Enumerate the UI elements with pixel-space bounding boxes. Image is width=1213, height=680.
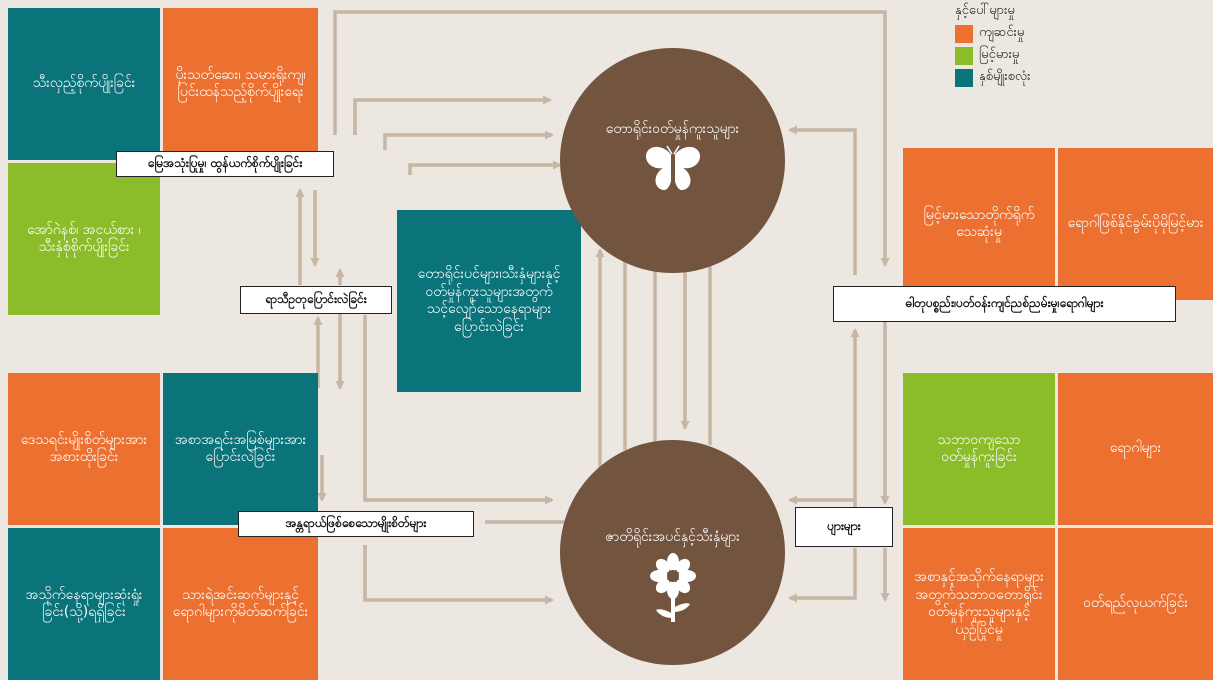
nectar-robbing-box: ဝတ်ရည်လုယက်ခြင်း — [1058, 528, 1213, 680]
pests-diseases-box: သားရဲအင်းဆက်များနှင့်ရောဂါများကိုမိတ်ဆက်… — [163, 528, 318, 680]
competition-box: အစာနှင့်အသိုက်နေရာများအတွက်သဘာဝတောရိုင်း… — [903, 528, 1055, 680]
flower-icon — [649, 553, 696, 623]
invasive-species-label: အန္တရာယ်ဖြစ်စေသောမျိုးစိတ်များ — [238, 511, 474, 537]
diseases-box: ရောဂါများ — [1058, 373, 1213, 525]
natural-pollination-box: သဘာဝကျသောဝတ်မှုန်ကူးခြင်း — [903, 373, 1055, 525]
organic-farming-box: အော်ဂဲနစ်၊ အငယ်စား ၊သီးနှံစုံစိုက်ပျိုးခ… — [8, 163, 160, 315]
legend-swatch-green — [955, 46, 973, 65]
disease-risk-box: ရောဂါဖြစ်နိုင်ခွမ်းပိုမိုမြင့်မား — [1058, 148, 1213, 300]
high-direct-mortality-box: မြင့်မားသောတိုက်ရိုက်သေဆုံးမှု — [903, 148, 1055, 300]
legend-item-both: နှစ်မျိုးစလုံး — [955, 68, 1030, 87]
nesting-loss-box: အသိုက်နေရာများဆုံးရှုံးခြင်း(သို့)ရရှိခြ… — [8, 528, 160, 680]
legend-item-increase: မြင့်မားမှု — [955, 46, 1030, 65]
wild-plants-crops-circle: ဇာတိရိုင်းအပင်နှင့်သီးနှံများ — [560, 440, 785, 665]
habitat-change-box: တောရိုင်းပင်များ၊သီးနှံများနှင့်ဝတ်မှုန်… — [397, 210, 581, 392]
chemicals-pollution-label: ဓါတုပစ္စည်း၊ပတ်ဝန်းကျင်ညစ်ညမ်းမှု၊ရောဂါမ… — [833, 286, 1176, 322]
crop-rotation-box: သီးလှည့်စိုက်ပျိုးခြင်း — [8, 8, 160, 160]
butterfly-icon — [645, 145, 700, 191]
arrow-bees-to-bottom-2 — [788, 548, 857, 603]
native-species-replacement-box: ဒေသရင်းမျိုးစိတ်များအားအစားထိုးခြင်း — [8, 373, 160, 525]
legend-swatch-orange — [955, 24, 973, 43]
legend: နှင့်ပေါ်များမှု ကျဆင်းမှု မြင့်မားမှု န… — [955, 2, 1030, 87]
arrow-top-outer — [333, 10, 890, 267]
bees-label: ပျားများ — [795, 507, 893, 547]
food-resource-change-box: အစာအရင်းအမြစ်များအားပြောင်းလဲခြင်း — [163, 373, 318, 525]
arrow-left-to-bottom — [363, 315, 554, 505]
legend-item-decrease: ကျဆင်းမှု — [955, 24, 1030, 43]
arrow-to-top-circle-3 — [408, 160, 562, 175]
arrow-to-top-circle-2 — [383, 130, 554, 150]
arrow-to-top-circle-1 — [353, 95, 552, 135]
legend-title: နှင့်ပေါ်များမှု — [955, 3, 1015, 18]
intensive-farming-box: ပိုးသတ်ဆေး၊ သမားရိုးကျ၊ ပြင်းထန်သည့်စိုက… — [163, 8, 318, 160]
arrow-bottom-band — [363, 545, 554, 605]
land-use-label: မြေအသုံးပြုမှု၊ ထွန်ယက်စိုက်ပျိုးခြင်း — [116, 151, 334, 177]
climate-change-label: ရာသီဥတုပြောင်းလဲခြင်း — [240, 286, 392, 314]
wild-pollinators-circle: တောရိုင်းဝတ်မှုန်ကူးသူများ — [560, 48, 785, 273]
legend-swatch-teal — [955, 68, 973, 87]
arrow-right-to-top-circle — [788, 125, 857, 275]
